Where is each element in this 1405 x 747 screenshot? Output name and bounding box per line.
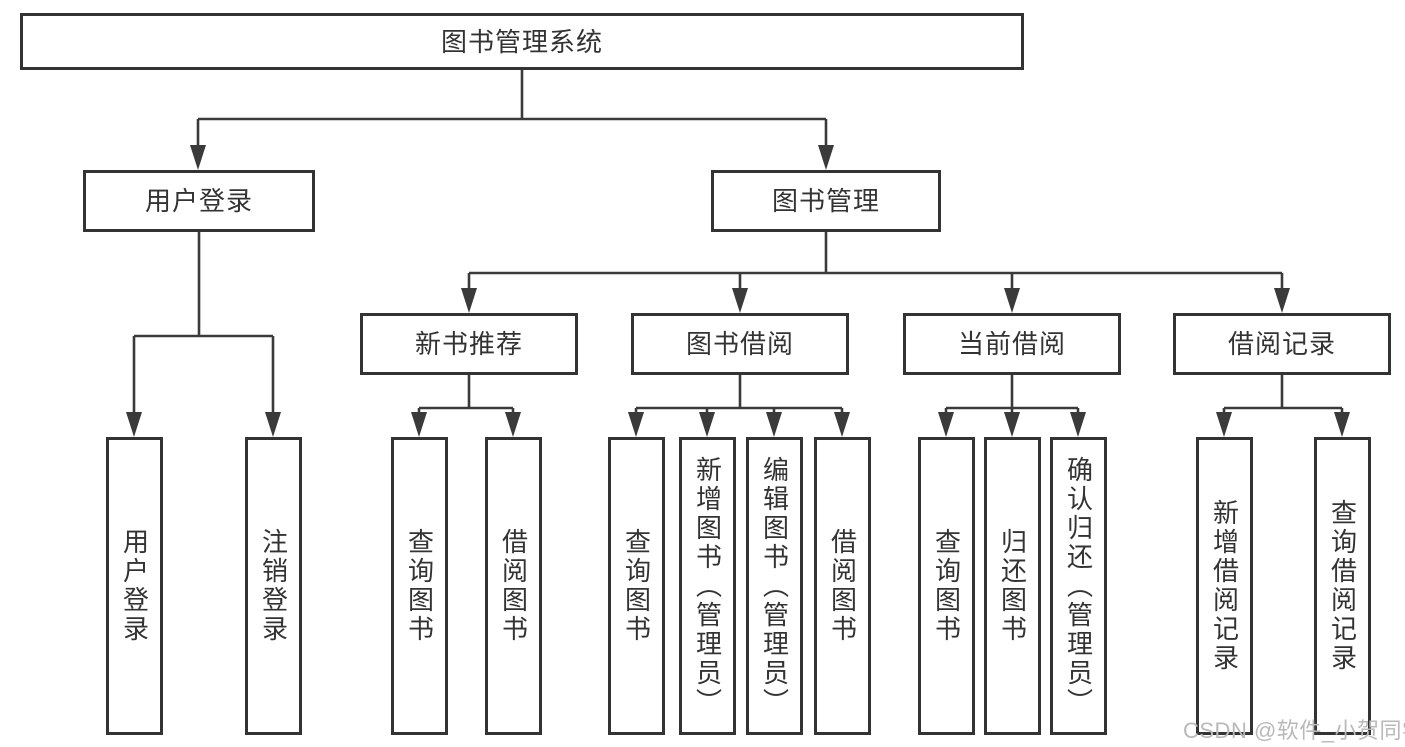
connector-new-book-branch [417, 374, 515, 414]
arrow-down-icon [265, 412, 281, 437]
node-root-system: 图书管理系统 [20, 13, 1024, 70]
node-user-login: 用户登录 [83, 170, 315, 232]
arrow-down-icon [1334, 412, 1350, 437]
arrow-down-icon [834, 412, 850, 437]
arrow-down-icon [628, 412, 644, 437]
csdn-watermark: CSDN @软件_小贺同学 [1183, 718, 1405, 743]
arrow-down-icon [699, 412, 715, 437]
arrow-down-icon [190, 145, 206, 170]
leaf-borrow-books-recommend: 借阅图书 [485, 437, 542, 735]
leaf-add-book-admin: 新增图书（管理员） [679, 437, 736, 735]
connector-book-management-branch [467, 231, 1284, 290]
connector-user-login-branch [132, 231, 275, 414]
arrow-down-icon [1070, 412, 1086, 437]
node-borrow-records: 借阅记录 [1173, 313, 1391, 375]
connector-root-to-level2 [196, 69, 828, 147]
leaf-confirm-return-admin: 确认归还（管理员） [1050, 437, 1107, 735]
arrow-down-icon [1004, 412, 1020, 437]
arrow-down-icon [732, 288, 748, 313]
node-new-book-recommend: 新书推荐 [360, 313, 578, 375]
connector-current-borrow-branch [944, 374, 1080, 414]
arrow-down-icon [505, 412, 521, 437]
leaf-query-books-borrow: 查询图书 [608, 437, 665, 735]
arrow-down-icon [938, 412, 954, 437]
arrow-down-icon [1216, 412, 1232, 437]
leaf-query-books-recommend: 查询图书 [391, 437, 448, 735]
connector-book-borrow-branch [634, 374, 844, 414]
node-book-management: 图书管理 [711, 170, 941, 232]
arrow-down-icon [1274, 288, 1290, 313]
connector-lines [132, 69, 1344, 414]
leaf-return-book: 归还图书 [984, 437, 1041, 735]
leaf-logout: 注销登录 [245, 437, 302, 735]
arrow-down-icon [461, 288, 477, 313]
leaf-edit-book-admin: 编辑图书（管理员） [746, 437, 803, 735]
arrowhead-icons [126, 145, 1350, 437]
arrow-down-icon [411, 412, 427, 437]
node-book-borrow: 图书借阅 [631, 313, 849, 375]
arrow-down-icon [818, 145, 834, 170]
arrow-down-icon [126, 412, 142, 437]
leaf-borrow-books: 借阅图书 [814, 437, 871, 735]
arrow-down-icon [1004, 288, 1020, 313]
leaf-add-borrow-record: 新增借阅记录 [1196, 437, 1253, 735]
connector-borrow-records-branch [1222, 374, 1344, 414]
leaf-query-borrow-record: 查询借阅记录 [1314, 437, 1371, 735]
node-current-borrow: 当前借阅 [903, 313, 1121, 375]
leaf-query-books-current: 查询图书 [918, 437, 975, 735]
leaf-user-login: 用户登录 [106, 437, 163, 735]
arrow-down-icon [766, 412, 782, 437]
